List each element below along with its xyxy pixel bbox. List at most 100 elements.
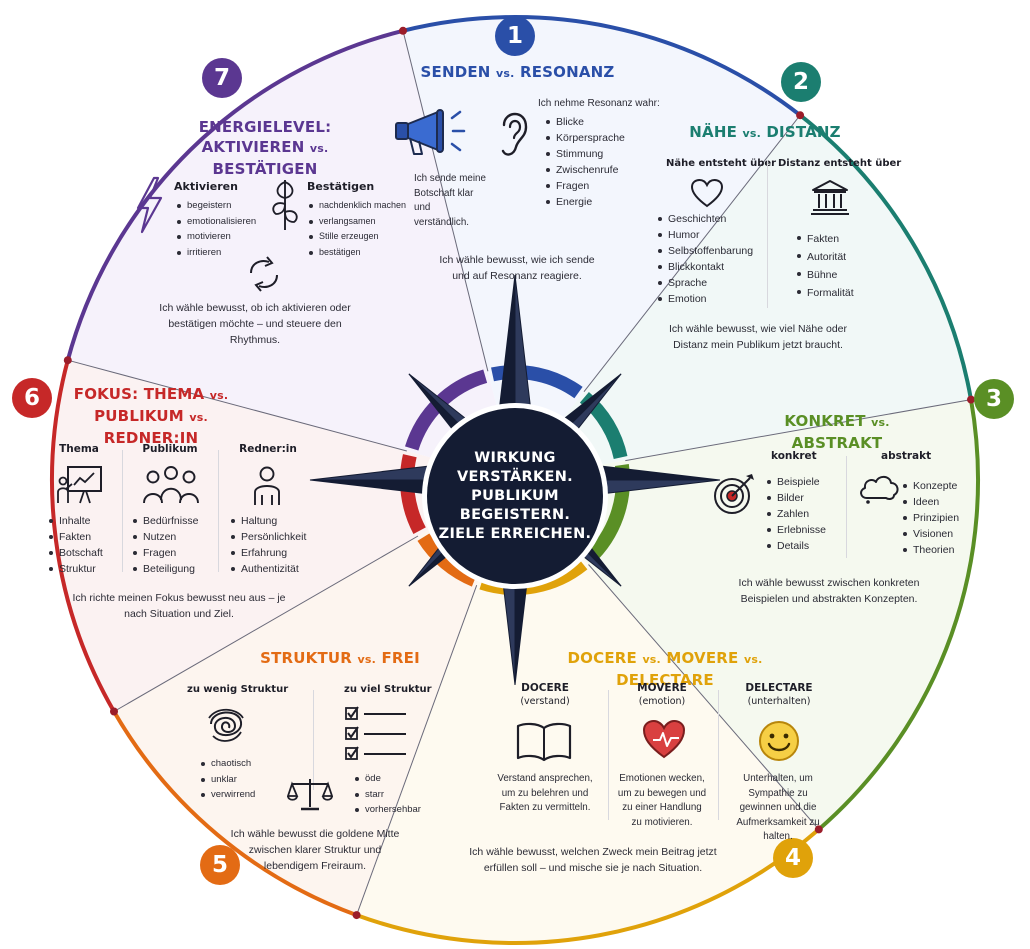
list-item: Zahlen: [766, 506, 826, 522]
list-item: verwirrend: [200, 787, 255, 803]
section-6-title: FOKUS: THEMA vs. PUBLIKUM vs. REDNER:IN: [73, 385, 229, 447]
sender-text: Ich sende meine Botschaft klar und verst…: [414, 173, 486, 228]
section-number-2: 2: [781, 62, 821, 102]
list-item: Persönlichkeit: [230, 529, 306, 545]
center-line: WIRKUNG: [474, 449, 556, 466]
sector-divider: [402, 30, 489, 372]
section-4-summary: Ich wähle bewusst, welchen Zweck mein Be…: [469, 846, 717, 874]
confirm-heading: Bestätigen: [307, 180, 375, 193]
activate-heading: Aktivieren: [174, 180, 238, 193]
list-item: Details: [766, 538, 826, 554]
section-2-summary: Ich wähle bewusst, wie viel Nähe oder Di…: [668, 323, 847, 351]
cloud-icon: [857, 470, 901, 504]
audience-heading: Publikum: [142, 443, 198, 455]
list-item: motivieren: [176, 229, 256, 245]
divider: [846, 456, 847, 558]
heart-icon: [641, 718, 687, 760]
inner-ring-s1: [491, 365, 583, 399]
section-1-title: SENDEN vs. RESONANZ: [420, 63, 615, 81]
list-item: Geschichten: [657, 211, 753, 227]
rim-arc-s3: [817, 399, 980, 831]
list-item: Zwischenrufe: [545, 162, 625, 178]
far-heading: Distanz entsteht über: [778, 158, 902, 169]
leaf-icon: [268, 174, 302, 232]
list-item: Humor: [657, 227, 753, 243]
cycle-arrows-icon: [243, 255, 285, 293]
list-item: chaotisch: [200, 756, 255, 772]
abstract-list: Konzepte Ideen Prinzipien Visionen Theor…: [902, 478, 959, 558]
activate-list: begeistern emotionalisieren motivieren i…: [176, 198, 256, 260]
center-badge: WIRKUNG VERSTÄRKEN. PUBLIKUM BEGEISTERN.…: [427, 408, 603, 584]
list-item: Erlebnisse: [766, 522, 826, 538]
sector-s3: [515, 399, 979, 830]
list-item: starr: [354, 787, 421, 803]
sector-divider: [67, 359, 407, 452]
near-heading: Nähe entsteht über: [666, 158, 777, 169]
center-text: WIRKUNG VERSTÄRKEN. PUBLIKUM BEGEISTERN.…: [439, 449, 592, 544]
movere-heading: MOVERE(emotion): [622, 681, 702, 709]
rim-arc-s6: [50, 359, 116, 713]
section-number-3: 3: [974, 379, 1014, 419]
list-item: Fragen: [132, 545, 198, 561]
list-item: Blickkontakt: [657, 259, 753, 275]
list-item: öde: [354, 771, 421, 787]
inner-ring-s5: [417, 533, 478, 587]
section-number-5: 5: [200, 845, 240, 885]
divider: [122, 450, 123, 572]
sector-s2: [515, 115, 971, 480]
rim-dot: [967, 395, 975, 404]
section-3-summary: Ich wähle bewusst zwischen konkreten Bei…: [738, 577, 920, 605]
tangle-icon: [205, 704, 247, 744]
list-item: verlangsamen: [308, 214, 406, 230]
confirm-list: nachdenklich machen verlangsamen Stille …: [308, 198, 406, 260]
list-item: bestätigen: [308, 245, 406, 261]
center-line: PUBLIKUM: [471, 487, 559, 504]
rim-dot: [110, 707, 118, 716]
too-much-structure-heading: zu viel Struktur: [344, 684, 432, 695]
inner-ring-s4: [479, 558, 588, 595]
speaker-icon: [250, 465, 284, 507]
too-much-structure-list: öde starr vorhersehbar: [354, 771, 421, 818]
list-item: Körpersprache: [545, 130, 625, 146]
section-7-title: ENERGIELEVEL: AKTIVIEREN vs. BESTÄTIGEN: [198, 118, 332, 178]
center-line: VERSTÄRKEN.: [457, 468, 573, 485]
list-item: Struktur: [48, 561, 103, 577]
open-book-icon: [515, 720, 573, 764]
list-item: Nutzen: [132, 529, 198, 545]
divider: [608, 690, 609, 820]
list-item: unklar: [200, 772, 255, 788]
near-list: Geschichten Humor Selbstoffenbarung Blic…: [657, 211, 753, 307]
section-number-6: 6: [12, 378, 52, 418]
divider: [313, 690, 314, 790]
checklist-icon: [344, 706, 410, 764]
too-little-structure-heading: zu wenig Struktur: [187, 684, 289, 695]
list-item: Fakten: [796, 230, 854, 248]
audience-icon: [142, 465, 200, 505]
abstract-heading: abstrakt: [881, 450, 932, 462]
sector-divider: [113, 535, 419, 712]
lightning-icon: [134, 176, 164, 234]
section-3-title: KONKRET vs. ABSTRAKT: [784, 412, 890, 452]
rim-dot: [63, 356, 72, 365]
section-2-title: NÄHE vs. DISTANZ: [689, 123, 841, 141]
speaker-list: Haltung Persönlichkeit Erfahrung Authent…: [230, 513, 306, 577]
list-item: Bedürfnisse: [132, 513, 198, 529]
list-item: Bilder: [766, 490, 826, 506]
list-item: nachdenklich machen: [308, 198, 406, 214]
sector-divider: [625, 399, 972, 462]
list-item: Selbstoffenbarung: [657, 243, 753, 259]
section-number-7: 7: [202, 58, 242, 98]
sector-s4: [356, 480, 819, 944]
rim-dot: [399, 26, 407, 35]
rim-arc-s7: [65, 28, 404, 361]
list-item: Inhalte: [48, 513, 103, 529]
rim-arc-s1: [402, 15, 802, 117]
inner-ring-s6: [400, 454, 426, 534]
list-item: Konzepte: [902, 478, 959, 494]
far-list: Fakten Autorität Bühne Formalität: [796, 230, 854, 302]
list-item: Stimmung: [545, 146, 625, 162]
divider: [218, 450, 219, 572]
list-item: Sprache: [657, 275, 753, 291]
resonance-list: Blicke Körpersprache Stimmung Zwischenru…: [545, 114, 625, 210]
list-item: Authentizität: [230, 561, 306, 577]
